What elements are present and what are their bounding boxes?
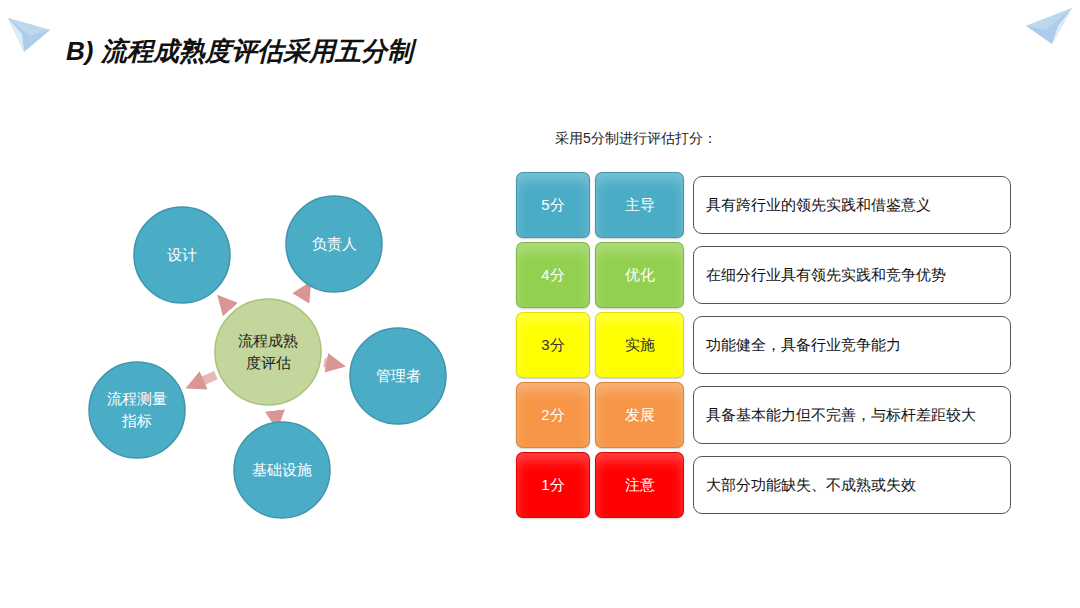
circle-shape bbox=[89, 362, 185, 458]
circle-shape bbox=[215, 299, 321, 405]
aspect-circle: 流程测量指标 bbox=[88, 361, 186, 459]
paper-plane bbox=[1026, 8, 1072, 44]
center-circle: 流程成熟度评估 bbox=[214, 298, 322, 406]
arrow-connector bbox=[200, 375, 216, 382]
arrow-connector bbox=[271, 412, 280, 414]
node-text: 具备基本能力但不完善，与标杆差距较大 bbox=[706, 404, 976, 426]
node-text: 注意 bbox=[625, 474, 655, 496]
circle-shape bbox=[350, 328, 446, 424]
circle-outline bbox=[88, 361, 186, 459]
node-text: 5分 bbox=[541, 194, 564, 216]
node-text: 3分 bbox=[541, 334, 564, 356]
node-text: 2分 bbox=[541, 404, 564, 426]
node-text: 主导 bbox=[625, 194, 655, 216]
node-text: 具有跨行业的领先实践和借鉴意义 bbox=[706, 194, 931, 216]
description-box: 在细分行业具有领先实践和竞争优势 bbox=[693, 246, 1011, 304]
level-box: 4分 bbox=[516, 242, 590, 308]
node-text: 功能健全，具备行业竞争能力 bbox=[706, 334, 901, 356]
circle-shape bbox=[134, 207, 230, 303]
description-box: 功能健全，具备行业竞争能力 bbox=[693, 316, 1011, 374]
circle-outline bbox=[214, 298, 322, 406]
paper-plane bbox=[8, 18, 50, 52]
description-box: 大部分功能缺失、不成熟或失效 bbox=[693, 456, 1011, 514]
node-text: 1分 bbox=[541, 474, 564, 496]
node-text: 设计 bbox=[147, 244, 217, 266]
node-text: 发展 bbox=[625, 404, 655, 426]
level-box: 1分 bbox=[516, 452, 590, 518]
level-box: 3分 bbox=[516, 312, 590, 378]
aspect-circle: 设计 bbox=[133, 206, 231, 304]
circle-shape bbox=[234, 422, 330, 518]
circle-shape bbox=[286, 196, 382, 292]
level-box: 5分 bbox=[516, 172, 590, 238]
description-box: 具备基本能力但不完善，与标杆差距较大 bbox=[693, 386, 1011, 444]
level-box: 优化 bbox=[595, 242, 684, 308]
description-box: 具有跨行业的领先实践和借鉴意义 bbox=[693, 176, 1011, 234]
node-text: 负责人 bbox=[299, 233, 369, 255]
node-text: 流程测量指标 bbox=[105, 388, 169, 432]
level-box: 发展 bbox=[595, 382, 684, 448]
aspect-circle: 基础设施 bbox=[233, 421, 331, 519]
node-text: 管理者 bbox=[363, 365, 433, 387]
level-box: 注意 bbox=[595, 452, 684, 518]
level-box: 主导 bbox=[595, 172, 684, 238]
node-text: 流程成熟度评估 bbox=[236, 330, 300, 374]
node-text: 在细分行业具有领先实践和竞争优势 bbox=[706, 264, 946, 286]
arrow-connector bbox=[324, 362, 330, 363]
arrow-connector bbox=[302, 295, 303, 297]
arrow-connector bbox=[228, 307, 230, 310]
level-box: 2分 bbox=[516, 382, 590, 448]
node-text: 实施 bbox=[625, 334, 655, 356]
level-box: 实施 bbox=[595, 312, 684, 378]
note-label: 采用5分制进行评估打分： bbox=[555, 130, 717, 148]
node-text: 基础设施 bbox=[247, 459, 317, 481]
aspect-circle: 负责人 bbox=[285, 195, 383, 293]
node-text: 优化 bbox=[625, 264, 655, 286]
slide-title: B) 流程成熟度评估采用五分制 bbox=[66, 34, 413, 69]
node-text: 大部分功能缺失、不成熟或失效 bbox=[706, 474, 916, 496]
aspect-circle: 管理者 bbox=[349, 327, 447, 425]
node-text: 4分 bbox=[541, 264, 564, 286]
